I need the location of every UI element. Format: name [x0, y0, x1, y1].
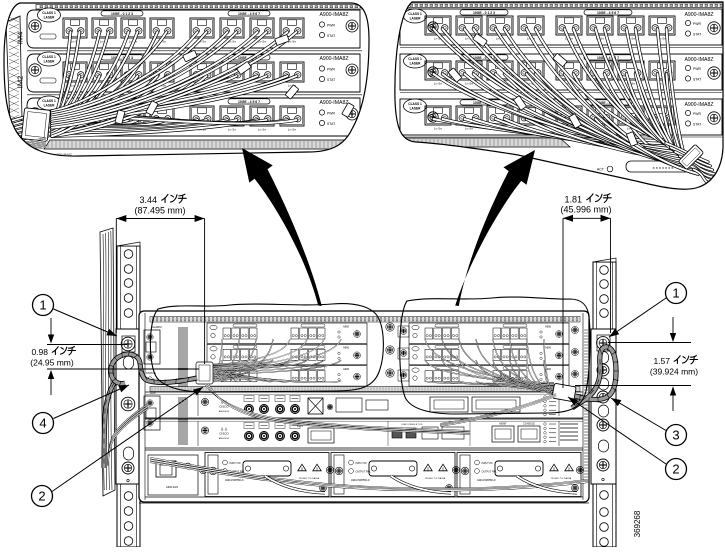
- svg-text:ACT: ACT: [597, 168, 605, 172]
- svg-text:L∞ S∞: L∞ S∞: [465, 82, 473, 86]
- svg-text:2PV-B0V 7Y1 25A/20A: 2PV-B0V 7Y1 25A/20A: [299, 477, 320, 480]
- svg-text:A900-PWR550-D: A900-PWR550-D: [477, 479, 496, 482]
- svg-text:A900-RSP: A900-RSP: [219, 410, 230, 413]
- svg-text:PWR: PWR: [693, 67, 701, 71]
- svg-text:CLASS 1: CLASS 1: [408, 102, 422, 106]
- svg-text:0.98: 0.98: [31, 347, 48, 357]
- svg-text:A900: A900: [545, 346, 552, 350]
- svg-text:10GE - 0 1 2 3: 10GE - 0 1 2 3: [111, 12, 133, 16]
- svg-text:A900-IMA8Z: A900-IMA8Z: [319, 56, 348, 62]
- svg-text:2PV-B0V 7Y1 25A/20A: 2PV-B0V 7Y1 25A/20A: [551, 477, 572, 480]
- svg-text:A900: A900: [343, 346, 350, 350]
- svg-text:L∞ S∞: L∞ S∞: [228, 128, 236, 132]
- svg-text:A900-RSP: A900-RSP: [219, 437, 230, 440]
- svg-text:10GE - 4 5 6 7: 10GE - 4 5 6 7: [238, 100, 260, 104]
- svg-text:STAT: STAT: [693, 122, 701, 126]
- svg-text:ALARM: ALARM: [152, 325, 162, 329]
- svg-text:2: 2: [672, 462, 679, 477]
- svg-text:PWR: PWR: [693, 22, 701, 26]
- svg-text:(24.95 mm): (24.95 mm): [30, 358, 74, 368]
- svg-text:3.44: 3.44: [139, 195, 157, 205]
- svg-text:STAT: STAT: [693, 77, 701, 81]
- svg-text:LASER: LASER: [44, 60, 56, 64]
- svg-text:.||..||.: .||..||.: [221, 427, 228, 431]
- svg-text:(39.924 mm): (39.924 mm): [650, 367, 698, 377]
- svg-text:LASER: LASER: [410, 17, 422, 21]
- svg-text:LASER: LASER: [44, 104, 56, 108]
- svg-text:A900: A900: [343, 324, 350, 328]
- svg-text:CLASS 1: CLASS 1: [42, 55, 56, 59]
- svg-text:CLASS 1: CLASS 1: [42, 99, 56, 103]
- svg-text:L∞ S∞: L∞ S∞: [434, 127, 442, 131]
- svg-text:L∞ S∞: L∞ S∞: [258, 128, 266, 132]
- svg-text:A900: A900: [545, 324, 552, 328]
- svg-text:USB CONSOLE TOD: USB CONSOLE TOD: [402, 424, 423, 426]
- svg-text:1.81: 1.81: [564, 195, 582, 205]
- svg-text:STAT: STAT: [327, 34, 335, 38]
- svg-text:3: 3: [672, 428, 679, 443]
- svg-text:LASER: LASER: [44, 16, 56, 20]
- svg-text:PWR: PWR: [327, 111, 335, 115]
- svg-text:INPUT OK: INPUT OK: [230, 462, 242, 465]
- svg-text:INPUT OK: INPUT OK: [482, 462, 494, 465]
- svg-text:L∞ S∞: L∞ S∞: [434, 82, 442, 86]
- svg-text:IM2: IM2: [16, 76, 25, 89]
- svg-text:PWR: PWR: [327, 67, 335, 71]
- svg-text:A900: A900: [343, 367, 350, 371]
- svg-text:4: 4: [39, 416, 46, 431]
- svg-text:L∞ S∞: L∞ S∞: [288, 128, 296, 132]
- svg-text:A900-IMA8Z: A900-IMA8Z: [684, 57, 713, 63]
- svg-text:STAT: STAT: [327, 122, 335, 126]
- svg-text:A900-IMA8Z: A900-IMA8Z: [319, 100, 348, 106]
- svg-text:2PV-B0V 7Y1 25A/20A: 2PV-B0V 7Y1 25A/20A: [425, 477, 446, 480]
- svg-text:PWR: PWR: [693, 112, 701, 116]
- svg-text:2: 2: [38, 489, 45, 504]
- svg-text:A900-IMA8Z: A900-IMA8Z: [684, 12, 713, 18]
- svg-text:PWR: PWR: [327, 23, 335, 27]
- svg-text:CLASS 1: CLASS 1: [42, 11, 56, 15]
- svg-text:CLASS 1: CLASS 1: [408, 57, 422, 61]
- svg-text:1.57: 1.57: [653, 356, 670, 366]
- svg-text:LASER: LASER: [410, 62, 422, 66]
- svg-text:10GE - 0 1 2 3: 10GE - 0 1 2 3: [473, 11, 495, 15]
- svg-text:STAT: STAT: [693, 32, 701, 36]
- svg-text:CONSOLE: CONSOLE: [523, 423, 535, 426]
- svg-text:INPUT OK: INPUT OK: [356, 462, 368, 465]
- svg-text:LASER: LASER: [410, 107, 422, 111]
- svg-text:1: 1: [39, 298, 46, 313]
- svg-text:STAT: STAT: [327, 78, 335, 82]
- svg-text:A900-PWR550-D: A900-PWR550-D: [225, 479, 244, 482]
- svg-text:CISCO: CISCO: [219, 432, 229, 436]
- svg-text:IM4: IM4: [16, 32, 25, 45]
- svg-text:10GE - 0 1 2 3: 10GE - 0 1 2 3: [111, 56, 133, 60]
- svg-text:A900-IMA8Z: A900-IMA8Z: [684, 102, 713, 108]
- svg-text:(87.495 mm): (87.495 mm): [134, 206, 185, 216]
- svg-text:369268: 369268: [633, 510, 642, 537]
- svg-text:A900-PWR550-D: A900-PWR550-D: [351, 479, 370, 482]
- svg-text:A900-IMA8Z: A900-IMA8Z: [319, 12, 348, 18]
- svg-text:1: 1: [672, 286, 679, 301]
- svg-text:CLASS 1: CLASS 1: [408, 12, 422, 16]
- svg-text:MGMT: MGMT: [499, 423, 507, 426]
- svg-text:10GE - 4 5 6 7: 10GE - 4 5 6 7: [597, 56, 619, 60]
- svg-text:10GE - 4 5 6 7: 10GE - 4 5 6 7: [597, 11, 619, 15]
- svg-text:A900-FAN: A900-FAN: [166, 485, 178, 489]
- svg-text:(45.996 mm): (45.996 mm): [560, 205, 611, 215]
- svg-text:10GE - 4 5 6 7: 10GE - 4 5 6 7: [238, 12, 260, 16]
